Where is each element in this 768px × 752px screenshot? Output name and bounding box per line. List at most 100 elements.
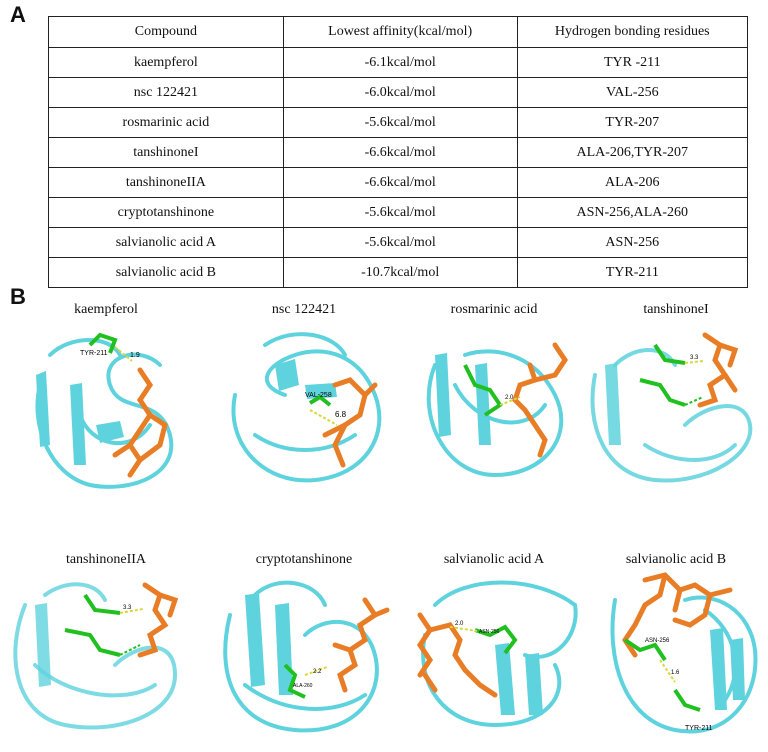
docking-structure-tanshinonei: 3.3 <box>585 325 760 490</box>
table-header-row: Compound Lowest affinity(kcal/mol) Hydro… <box>48 16 749 48</box>
cell-affinity: -6.6kcal/mol <box>282 167 518 198</box>
header-affinity: Lowest affinity(kcal/mol) <box>282 16 518 48</box>
protein-beta-sheets <box>435 353 491 445</box>
protein-beta-sheets <box>605 363 621 445</box>
cell-affinity: -5.6kcal/mol <box>282 107 518 138</box>
docking-structure-rosmarinic-acid: 2.0 <box>415 325 585 490</box>
structure-title-nsc-122421: nsc 122421 <box>271 302 337 317</box>
cell-residues: ALA-206 <box>516 167 749 198</box>
hbond-line <box>684 396 704 406</box>
hbond-line <box>684 360 704 364</box>
ligand-tanshinoneiia <box>137 582 179 658</box>
residue-sticks <box>64 593 121 657</box>
docking-structure-cryptotanshinone: ALA-260 2.2 <box>215 575 395 740</box>
structure-title-tanshinoneiia: tanshinoneIIA <box>65 552 147 567</box>
cell-residues: TYR -211 <box>516 47 749 78</box>
protein-ribbon <box>223 580 379 733</box>
protein-beta-sheets <box>35 603 51 687</box>
hbond-line <box>119 608 144 614</box>
cell-residues: ASN-256,ALA-260 <box>516 197 749 228</box>
distance-label: 2.0 <box>455 621 464 627</box>
distance-label: 1.6 <box>671 670 680 676</box>
hbond-line <box>114 346 133 362</box>
cell-compound: rosmarinic acid <box>48 107 284 138</box>
docking-structure-tanshinoneiia: 3.3 <box>5 575 190 740</box>
residue-sticks <box>623 638 701 712</box>
residue-label: ASN-256 <box>479 629 500 635</box>
residue-sticks <box>308 394 332 407</box>
ligand-tanshinonei <box>697 332 739 408</box>
hbond-line <box>119 644 141 656</box>
cell-residues: VAL-256 <box>516 77 749 108</box>
cell-compound: salvianolic acid B <box>48 257 284 288</box>
residue-label: TYR-211 <box>80 350 108 357</box>
hbond-line <box>659 659 676 683</box>
residue-sticks <box>474 624 518 655</box>
hbond-line <box>309 409 338 426</box>
protein-beta-sheets <box>36 371 124 465</box>
docking-structure-salvianolic-acid-b: ASN-256 1.6 TYR-211 <box>605 570 765 745</box>
structure-title-salvianolic-acid-b: salvianolic acid B <box>625 552 727 567</box>
cell-affinity: -5.6kcal/mol <box>282 227 518 258</box>
protein-beta-sheets <box>495 643 543 715</box>
cell-affinity: -6.0kcal/mol <box>282 77 518 108</box>
protein-ribbon <box>35 338 174 489</box>
cell-compound: salvianolic acid A <box>48 227 284 258</box>
hbond-line <box>449 626 478 632</box>
cell-affinity: -10.7kcal/mol <box>282 257 518 288</box>
cell-residues: ASN-256 <box>516 227 749 258</box>
cell-compound: tanshinoneI <box>48 137 284 168</box>
structure-title-rosmarinic-acid: rosmarinic acid <box>450 302 538 317</box>
residue-sticks <box>639 343 686 407</box>
distance-label: 6.8 <box>335 410 347 419</box>
hbond-line <box>304 666 328 676</box>
protein-beta-sheets <box>275 359 337 399</box>
panel-a-label: A <box>10 2 26 27</box>
cell-affinity: -6.6kcal/mol <box>282 137 518 168</box>
structure-title-kaempferol: kaempferol <box>74 302 138 317</box>
header-residues: Hydrogen bonding residues <box>516 16 749 48</box>
cell-residues: TYR-211 <box>516 257 749 288</box>
structure-title-cryptotanshinone: cryptotanshinone <box>255 552 353 567</box>
docking-structure-salvianolic-acid-a: ASN-256 2.0 <box>405 575 585 735</box>
cell-affinity: -6.1kcal/mol <box>282 47 518 78</box>
cell-residues: ALA-206,TYR-207 <box>516 137 749 168</box>
cell-residues: TYR-207 <box>516 107 749 138</box>
distance-label: 2.0 <box>505 395 514 401</box>
cell-compound: nsc 122421 <box>48 77 284 108</box>
hbond-line <box>499 396 521 406</box>
protein-beta-sheets <box>245 593 293 695</box>
protein-beta-sheets <box>710 628 745 710</box>
residue-sticks <box>283 663 306 699</box>
residue-label: TYR-211 <box>685 725 713 732</box>
distance-label: 3.3 <box>690 355 699 361</box>
residue-label: ASN-256 <box>645 638 670 644</box>
cell-compound: cryptotanshinone <box>48 197 284 228</box>
cell-affinity: -5.6kcal/mol <box>282 197 518 228</box>
distance-label: 3.3 <box>123 605 132 611</box>
ligand-cryptotanshinone <box>332 597 390 693</box>
panel-b-label: B <box>10 284 26 309</box>
protein-ribbon <box>426 349 564 478</box>
affinity-table: Compound Lowest affinity(kcal/mol) Hydro… <box>48 16 749 288</box>
ligand-salvianolic-acid-a <box>416 612 498 698</box>
residue-label: ALA-260 <box>293 683 313 689</box>
docking-structure-nsc-122421: VAL-258 6.8 <box>225 325 395 490</box>
residue-label: VAL-258 <box>305 392 332 399</box>
residue-sticks <box>463 364 503 417</box>
cell-compound: tanshinoneIIA <box>48 167 284 198</box>
cell-compound: kaempferol <box>48 47 284 78</box>
protein-ribbon <box>231 332 382 483</box>
structure-title-salvianolic-acid-a: salvianolic acid A <box>443 552 545 567</box>
distance-label: 1.9 <box>130 352 140 359</box>
ligand-rosmarinic-acid <box>512 342 569 458</box>
distance-label: 2.2 <box>313 669 322 675</box>
